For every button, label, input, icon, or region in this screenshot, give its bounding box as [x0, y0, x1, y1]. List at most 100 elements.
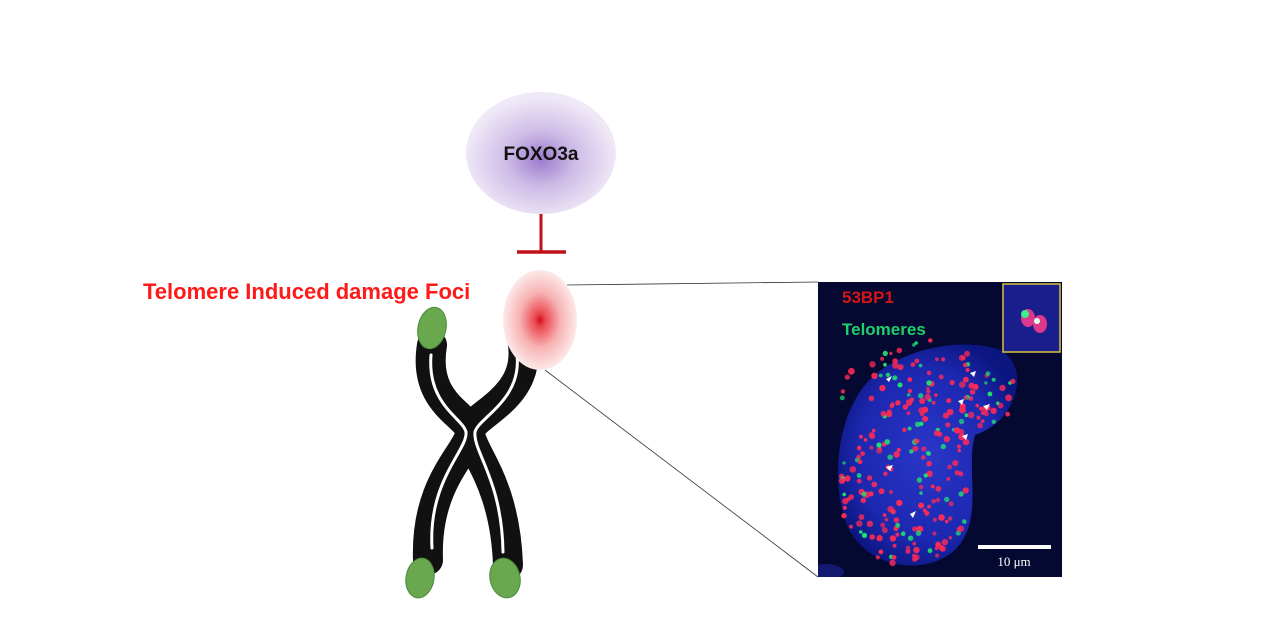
53bp1-dot	[946, 477, 951, 481]
telomere-dot	[916, 477, 923, 483]
telomere-cap-bottom-left	[405, 557, 435, 599]
telomere-dot	[944, 496, 950, 503]
53bp1-dot	[946, 398, 952, 403]
53bp1-dot	[963, 395, 968, 400]
53bp1-dot	[980, 419, 985, 423]
telomere-dot	[900, 531, 906, 536]
53bp1-dot	[997, 402, 1004, 409]
53bp1-dot	[932, 531, 937, 536]
telomere-dot	[918, 363, 923, 368]
53bp1-dot	[882, 513, 887, 517]
53bp1-dot	[941, 357, 946, 362]
53bp1-dot	[1010, 378, 1016, 384]
53bp1-dot	[889, 559, 896, 567]
53bp1-dot	[928, 338, 933, 343]
53bp1-dot	[869, 534, 875, 540]
chromosome-highlight-right	[473, 353, 519, 554]
foci-dots	[838, 338, 1016, 567]
53bp1-dot	[848, 494, 855, 500]
53bp1-dot	[926, 389, 931, 394]
53bp1-dot	[972, 384, 979, 390]
53bp1-dot	[893, 517, 900, 523]
53bp1-dot	[909, 397, 915, 402]
53bp1-dot	[868, 432, 875, 438]
53bp1-dot	[918, 484, 924, 490]
53bp1-dot	[886, 409, 892, 415]
53bp1-dot	[849, 466, 857, 473]
53bp1-dot	[913, 438, 919, 444]
53bp1-dot	[945, 422, 951, 428]
53bp1-dot	[840, 389, 846, 394]
53bp1-dot	[888, 489, 894, 495]
telomere-dot	[958, 491, 964, 497]
53bp1-dot	[962, 438, 970, 446]
53bp1-dot	[866, 520, 874, 527]
53bp1-dot	[913, 554, 920, 561]
53bp1-dot	[957, 444, 961, 449]
telomere-dot	[884, 439, 891, 445]
53bp1-dot	[842, 505, 847, 510]
53bp1-dot	[896, 499, 903, 506]
53bp1-dot	[918, 502, 925, 509]
53bp1-dot	[880, 356, 885, 361]
53bp1-dot	[860, 451, 865, 456]
53bp1-dot	[906, 411, 911, 416]
telomere-dot	[923, 473, 928, 478]
telomere-dot	[964, 413, 969, 418]
telomere-dot	[958, 418, 965, 425]
53bp1-dot	[1005, 394, 1012, 402]
damage-foci-glow	[503, 270, 577, 370]
53bp1-dot	[926, 386, 930, 391]
53bp1-dot	[889, 351, 893, 356]
53bp1-dot	[907, 377, 913, 382]
53bp1-dot	[857, 445, 861, 450]
telomere-dot	[897, 382, 903, 388]
53bp1-dot	[959, 381, 966, 388]
chromosome-highlight-left	[429, 353, 468, 550]
53bp1-dot	[947, 464, 953, 470]
53bp1-dot	[931, 400, 936, 405]
53bp1-dot	[984, 411, 989, 417]
53bp1-dot	[875, 555, 880, 560]
53bp1-dot	[883, 471, 888, 476]
telomere-dot	[907, 535, 914, 541]
53bp1-dot	[897, 364, 904, 371]
telomere-dot	[909, 449, 914, 454]
53bp1-dot	[891, 555, 897, 560]
53bp1-dot	[967, 411, 975, 419]
telomere-dot	[991, 419, 996, 424]
53bp1-dot	[878, 549, 884, 555]
53bp1-dot	[977, 422, 983, 429]
53bp1-dot	[910, 362, 916, 367]
telomere-dot	[876, 442, 882, 448]
telomere-dot	[927, 548, 933, 554]
telomere-dot	[878, 373, 883, 378]
53bp1-dot	[964, 350, 970, 357]
53bp1-dot	[844, 475, 851, 482]
telomere-dot	[962, 519, 967, 524]
53bp1-dot	[844, 374, 850, 380]
53bp1-dot	[930, 484, 935, 489]
inset-zoom	[1002, 283, 1061, 353]
telomere-dot	[885, 372, 891, 378]
telomere-dot	[912, 343, 916, 347]
53bp1-dot	[912, 541, 917, 546]
foci-label: Telomere Induced damage Foci	[143, 279, 470, 304]
53bp1-dot	[926, 461, 932, 467]
53bp1-dot	[838, 477, 846, 484]
53bp1-dot	[857, 459, 863, 465]
53bp1-dot	[948, 501, 954, 507]
53bp1-dot	[957, 448, 961, 453]
53bp1-dot	[944, 519, 949, 524]
53bp1-dot	[969, 389, 976, 395]
53bp1-dot	[935, 497, 941, 503]
53bp1-dot	[895, 400, 901, 406]
telomere-dot	[918, 393, 924, 399]
telomere-dot	[856, 473, 862, 478]
53bp1-dot	[932, 517, 938, 523]
53bp1-dot	[958, 354, 966, 361]
53bp1-dot	[980, 411, 985, 415]
telomere-dot	[887, 454, 893, 460]
53bp1-dot	[935, 485, 942, 492]
inhibition-arrow	[517, 214, 566, 254]
